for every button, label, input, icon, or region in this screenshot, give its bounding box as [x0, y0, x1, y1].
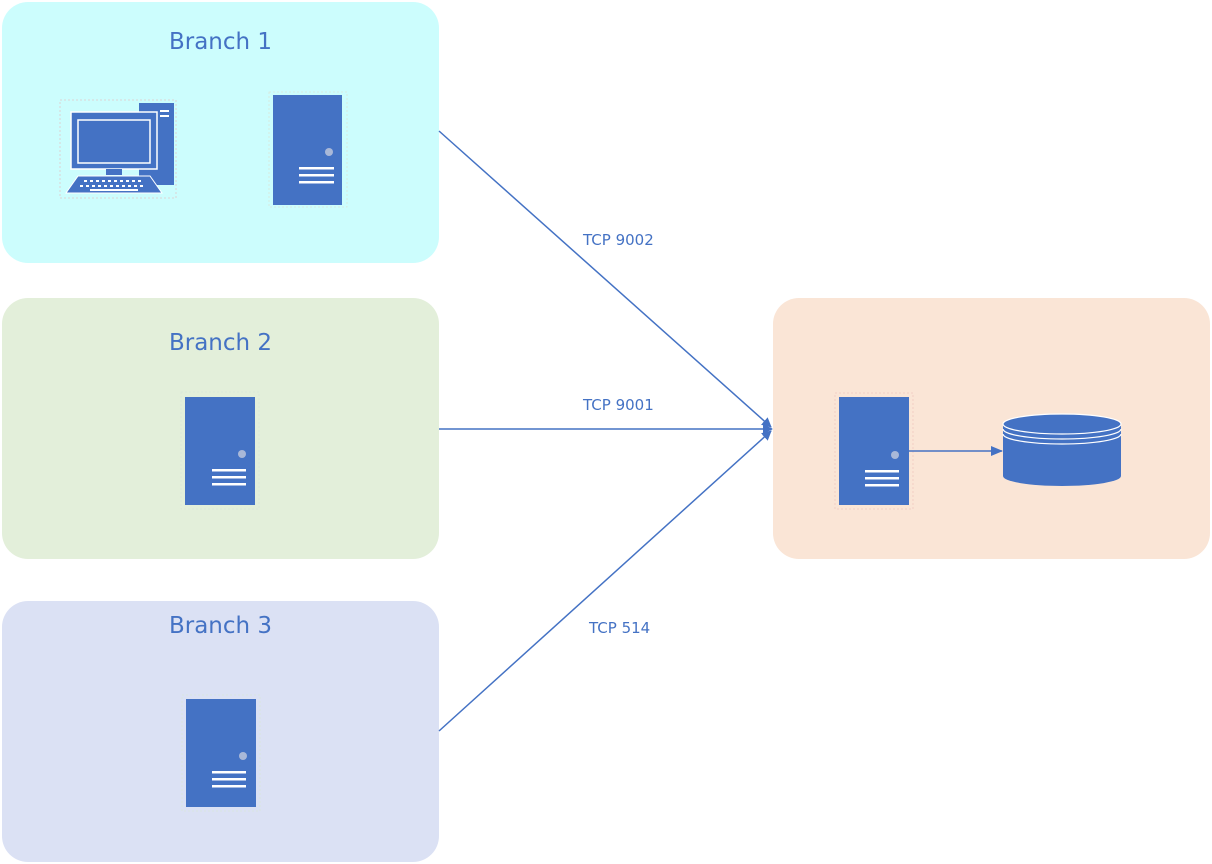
branch-1-title: Branch 1	[168, 29, 273, 55]
server-icon	[268, 91, 348, 208]
connection-label-tcp-9001: TCP 9001	[583, 396, 654, 414]
desktop-computer-icon	[59, 99, 177, 199]
branch-2-group: Branch 2	[2, 298, 439, 559]
branch-2-title: Branch 2	[168, 330, 273, 356]
connection-label-tcp-514: TCP 514	[589, 619, 651, 637]
database-icon	[1002, 413, 1122, 486]
connection-branch-3	[438, 430, 772, 732]
connection-branch-1	[438, 130, 772, 428]
branch-3-title: Branch 3	[168, 613, 273, 639]
connection-label-tcp-9002: TCP 9002	[583, 231, 654, 249]
server-icon	[181, 694, 261, 812]
server-icon	[180, 391, 260, 510]
server-icon	[834, 392, 914, 510]
